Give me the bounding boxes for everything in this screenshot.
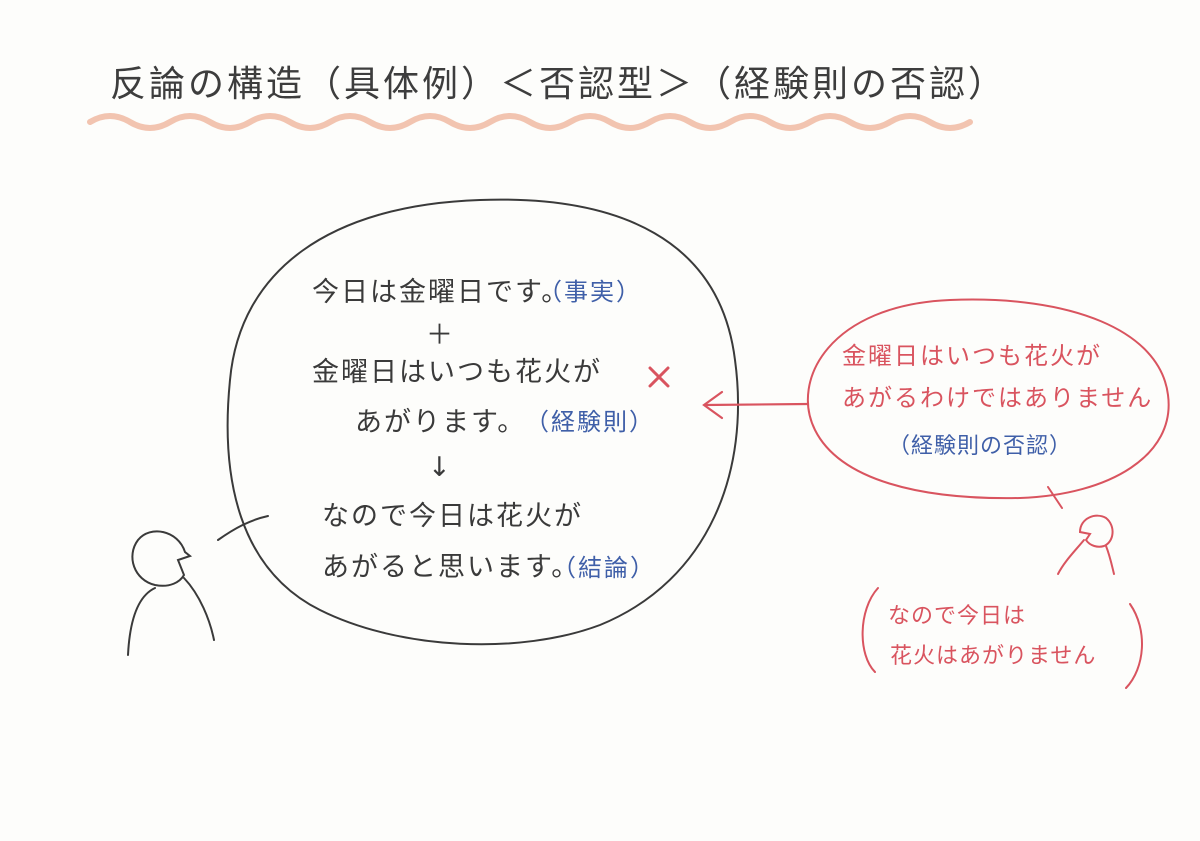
title-wavy-underline: [87, 113, 973, 131]
right-bubble-tail: [1047, 486, 1063, 509]
rebuttal-conclusion-line-2: 花火はあがりません: [890, 644, 1097, 669]
conclusion-tag: （結論）: [552, 554, 656, 582]
rule-tag: （経験則）: [525, 408, 655, 436]
right-person-icon: [1057, 514, 1115, 575]
rule-line-2: あがります。: [355, 407, 527, 438]
rebuttal-line-1: 金曜日はいつも花火が: [842, 342, 1102, 370]
rebuttal-arrow: [702, 390, 810, 420]
left-speech-bubble: [226, 198, 739, 646]
page-title: 反論の構造（具体例）＜否認型＞（経験則の否認）: [110, 64, 1008, 105]
rebuttal-line-2: あがるわけではありません: [842, 384, 1154, 412]
conclusion-line-1: なので今日は花火が: [322, 501, 583, 532]
conclusion-line-2: あがると思います。: [322, 552, 581, 583]
plus-sign: ＋: [426, 320, 455, 351]
cross-mark-icon: [648, 366, 670, 388]
left-person-icon: [127, 530, 215, 656]
right-conclusion-bracket-left: [861, 587, 879, 673]
right-speech-bubble: [806, 298, 1170, 500]
right-conclusion-bracket-right: [1125, 603, 1143, 689]
rule-line-1: 金曜日はいつも花火が: [312, 357, 602, 388]
fact-text: 今日は金曜日です。: [312, 277, 571, 308]
fact-tag: （事実）: [538, 278, 642, 306]
left-bubble-tail: [217, 515, 269, 541]
rebuttal-tag: （経験則の否認）: [888, 434, 1073, 459]
down-arrow: ↓: [428, 452, 453, 483]
rebuttal-conclusion-line-1: なので今日は: [888, 604, 1027, 629]
